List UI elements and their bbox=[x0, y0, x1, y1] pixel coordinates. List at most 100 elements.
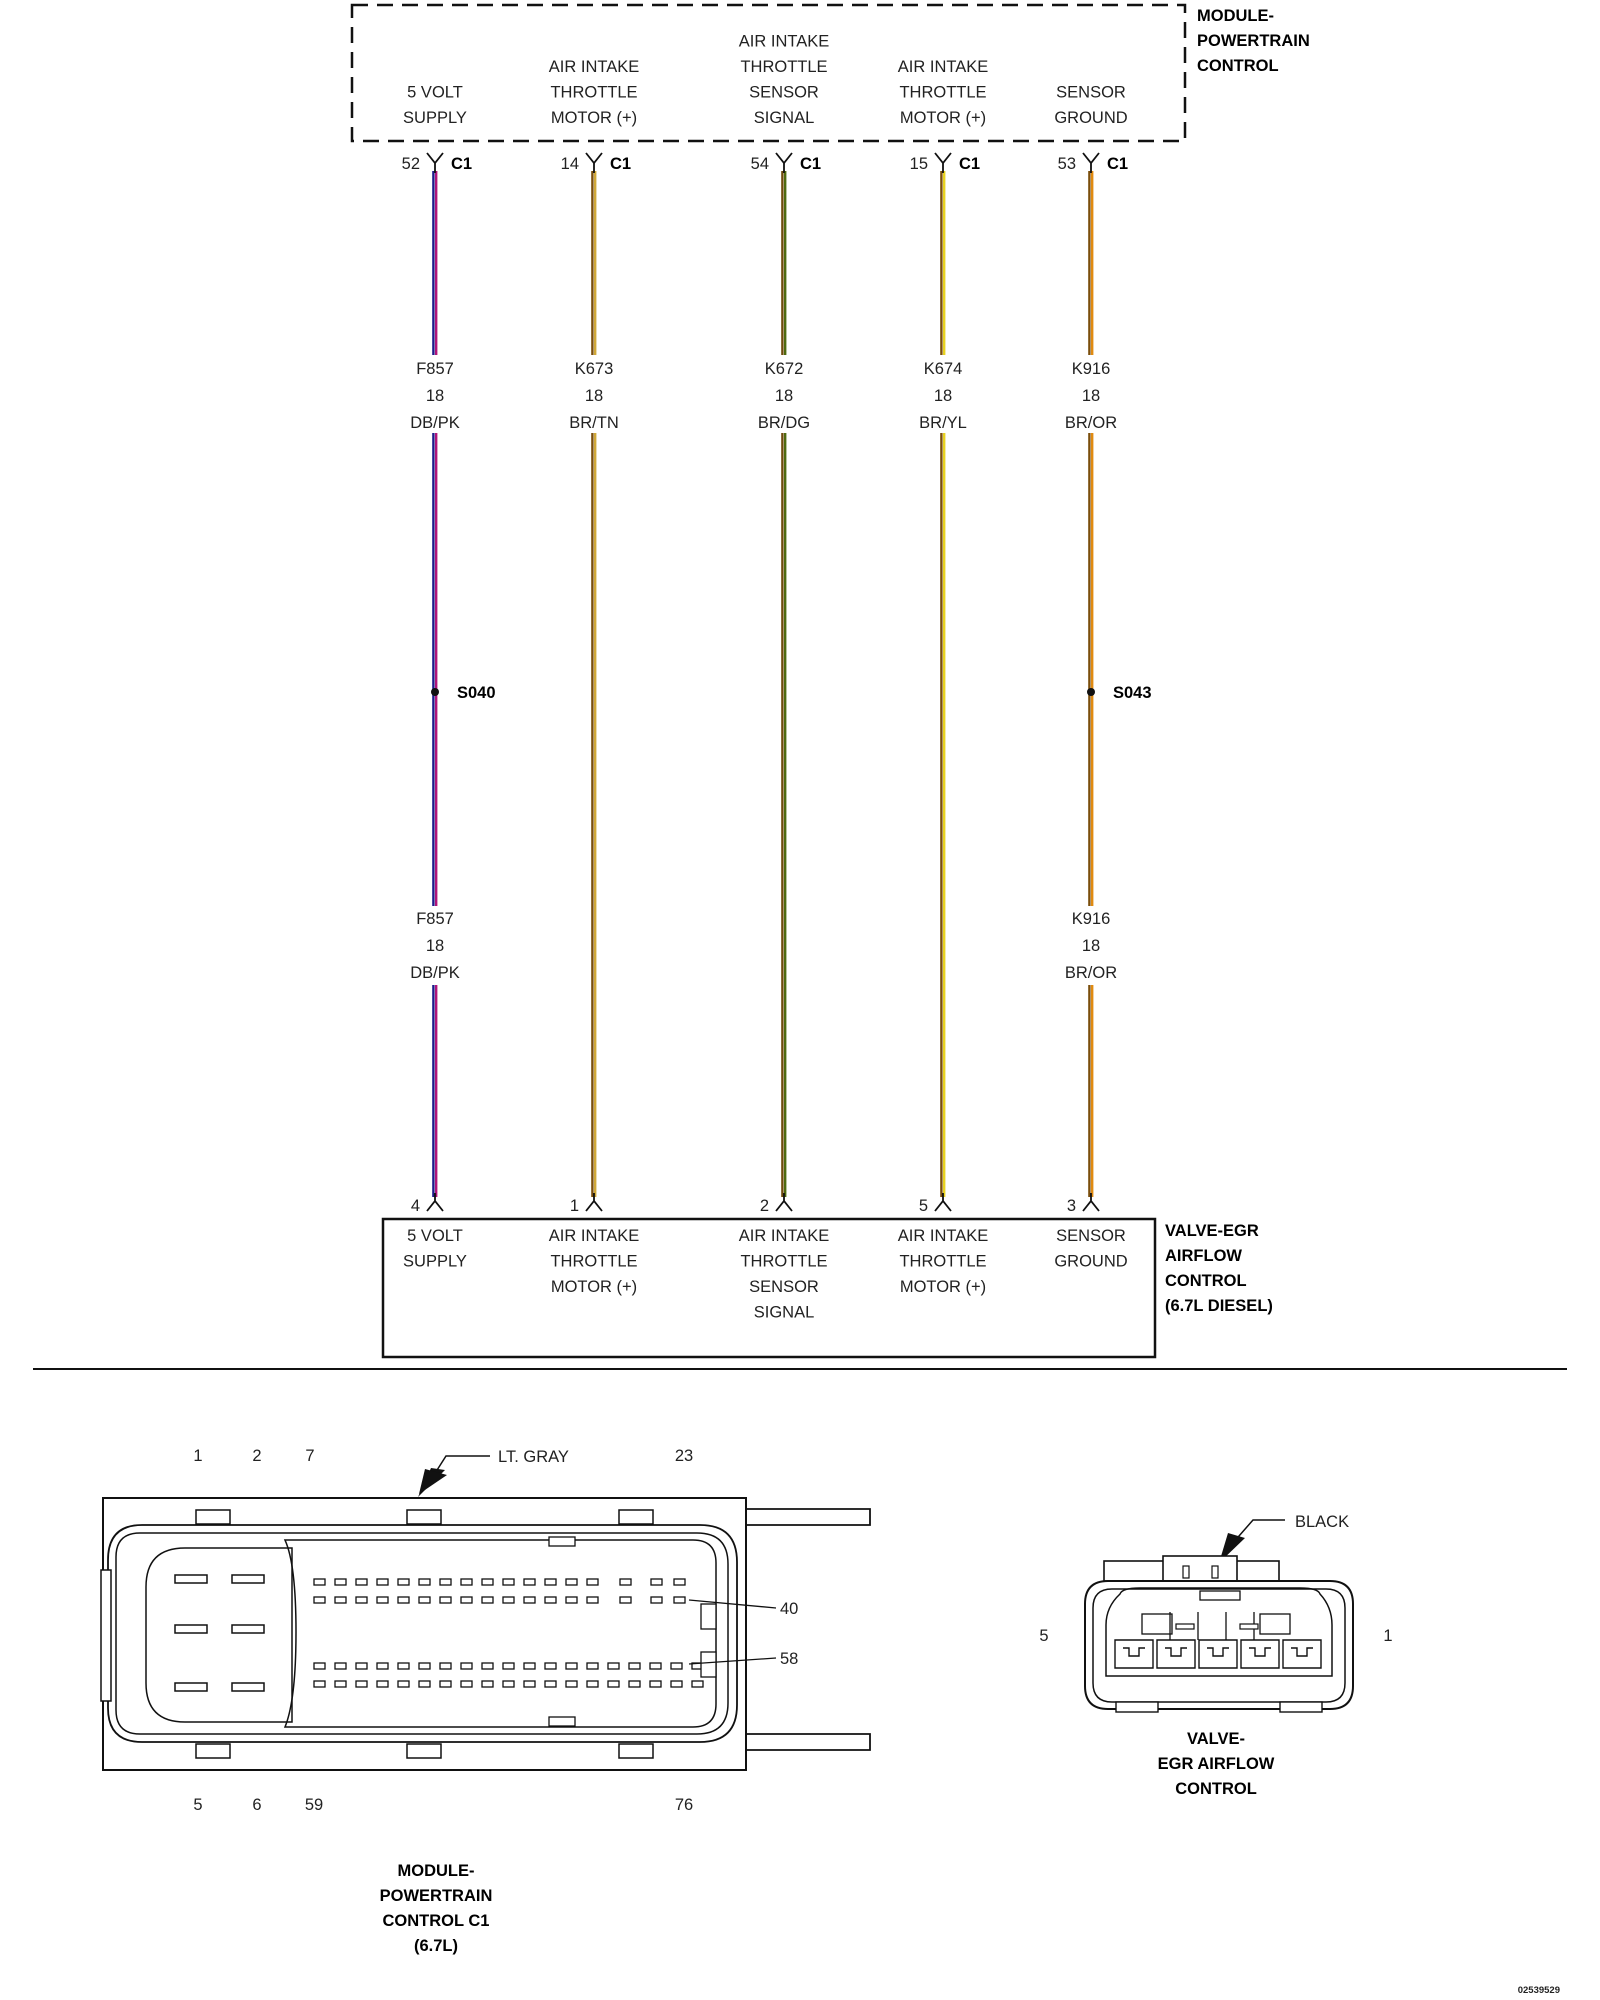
circuit-1-pcm-connector-id: C1 bbox=[451, 155, 472, 173]
valve-connector-cavity-area bbox=[1105, 1587, 1333, 1677]
pcm-small-terminal bbox=[418, 1596, 431, 1604]
pcm-connector-tab bbox=[618, 1743, 654, 1759]
valve-cavity-slot bbox=[1175, 1623, 1195, 1630]
pcm-small-terminal bbox=[523, 1662, 536, 1670]
pcm-small-terminal bbox=[334, 1680, 347, 1688]
valve-module-box bbox=[381, 1217, 1157, 1359]
pcm-small-terminal bbox=[586, 1680, 599, 1688]
circuit-4-pcm-connector-id: C1 bbox=[959, 155, 980, 173]
pcm-small-terminal bbox=[439, 1662, 452, 1670]
circuit-2-valve-function-line-3: MOTOR (+) bbox=[551, 1278, 637, 1296]
valve-cavity-4 bbox=[1156, 1639, 1196, 1669]
pcm-pin-number-59: 59 bbox=[305, 1796, 323, 1814]
circuit-2-upper-wire-label-2: 18 bbox=[585, 387, 603, 405]
pcm-small-terminal bbox=[544, 1662, 557, 1670]
circuit-4-upper-wire-label-1: K674 bbox=[924, 360, 963, 378]
circuit-3-valve-pin-number: 2 bbox=[760, 1197, 769, 1215]
circuit-4-valve-function-line-3: MOTOR (+) bbox=[900, 1278, 986, 1296]
circuit-1-splice-label: S040 bbox=[457, 684, 496, 702]
circuit-5-wire-segment bbox=[1088, 171, 1094, 355]
pcm-small-terminal bbox=[481, 1680, 494, 1688]
valve-pin-number-5: 5 bbox=[1039, 1627, 1048, 1645]
pcm-connector-latch bbox=[100, 1569, 112, 1702]
valve-upper-cavity bbox=[1259, 1613, 1291, 1635]
circuit-1-upper-wire-label-1: F857 bbox=[416, 360, 454, 378]
pcm-small-terminal bbox=[460, 1578, 473, 1586]
circuit-1-pcm-function-line-2: SUPPLY bbox=[403, 109, 467, 127]
pcm-key-slot bbox=[548, 1536, 576, 1547]
circuit-5-valve-function-line-1: SENSOR bbox=[1056, 1227, 1126, 1245]
pcm-small-terminal bbox=[607, 1662, 620, 1670]
pcm-small-terminal bbox=[355, 1578, 368, 1586]
pcm-small-terminal bbox=[673, 1596, 686, 1604]
valve-connector-title-line-2: EGR AIRFLOW bbox=[1158, 1755, 1275, 1773]
pcm-small-terminal bbox=[334, 1596, 347, 1604]
circuit-4-pcm-function-line-1: AIR INTAKE bbox=[898, 58, 988, 76]
circuit-3-valve-function-line-1: AIR INTAKE bbox=[739, 1227, 829, 1245]
valve-cavity-slot bbox=[1239, 1623, 1259, 1630]
valve-cavity-1 bbox=[1282, 1639, 1322, 1669]
pcm-small-terminal bbox=[439, 1680, 452, 1688]
circuit-2-pcm-function-line-1: AIR INTAKE bbox=[549, 58, 639, 76]
pcm-pin-number-6: 6 bbox=[252, 1796, 261, 1814]
circuit-3-pcm-function-line-4: SIGNAL bbox=[754, 109, 815, 127]
pcm-connector-housing bbox=[102, 1497, 747, 1771]
pcm-small-terminal bbox=[502, 1596, 515, 1604]
pcm-connector-tab bbox=[195, 1509, 231, 1525]
valve-cavity-2 bbox=[1240, 1639, 1280, 1669]
circuit-3-wire-segment bbox=[781, 433, 787, 1197]
pcm-pin-number-1: 1 bbox=[193, 1447, 202, 1465]
pcm-small-terminal bbox=[670, 1662, 683, 1670]
circuit-5-valve-terminal bbox=[1082, 1193, 1100, 1212]
pcm-small-terminal bbox=[650, 1578, 663, 1586]
pcm-small-terminal bbox=[418, 1680, 431, 1688]
pcm-small-terminal bbox=[544, 1596, 557, 1604]
pcm-small-terminal bbox=[313, 1596, 326, 1604]
pcm-small-terminal bbox=[397, 1680, 410, 1688]
pcm-small-terminal bbox=[313, 1662, 326, 1670]
pcm-small-terminal bbox=[586, 1596, 599, 1604]
pcm-color-label: LT. GRAY bbox=[498, 1448, 569, 1466]
circuit-2-valve-pin-number: 1 bbox=[570, 1197, 579, 1215]
valve-connector-key bbox=[1199, 1590, 1241, 1601]
pcm-callout-58: 58 bbox=[780, 1650, 798, 1668]
pcm-small-terminal bbox=[586, 1662, 599, 1670]
circuit-5-valve-function-line-2: GROUND bbox=[1054, 1253, 1127, 1271]
pcm-small-terminal bbox=[481, 1662, 494, 1670]
pcm-module-label-line-3: CONTROL bbox=[1197, 57, 1279, 75]
pcm-small-terminal bbox=[376, 1662, 389, 1670]
pcm-small-terminal bbox=[481, 1578, 494, 1586]
pcm-small-terminal bbox=[650, 1596, 663, 1604]
pcm-connector-rail-bottom bbox=[746, 1733, 871, 1751]
circuit-1-pcm-function-line-1: 5 VOLT bbox=[407, 84, 463, 102]
pcm-callout-40-leader bbox=[688, 1599, 777, 1609]
circuit-4-pcm-pin-number: 15 bbox=[910, 155, 928, 173]
circuit-1-splice-dot bbox=[431, 688, 439, 696]
pcm-connector-tab bbox=[618, 1509, 654, 1525]
circuit-2-pcm-terminal bbox=[585, 152, 603, 173]
circuit-3-valve-terminal bbox=[775, 1193, 793, 1212]
circuit-3-pcm-function-line-2: THROTTLE bbox=[740, 58, 827, 76]
pcm-small-terminal bbox=[313, 1578, 326, 1586]
circuit-1-upper-wire-label-3: DB/PK bbox=[410, 414, 460, 432]
circuit-1-valve-terminal bbox=[426, 1193, 444, 1212]
pcm-small-terminal bbox=[355, 1596, 368, 1604]
valve-cavity-5 bbox=[1114, 1639, 1154, 1669]
pcm-connector-tab bbox=[406, 1743, 442, 1759]
valve-connector-view: BLACK 5 1 VALVE- EGR AIRFLOW CONTROL bbox=[1039, 1513, 1392, 1798]
circuit-1-lower-wire-label-1: F857 bbox=[416, 910, 454, 928]
pcm-small-terminal bbox=[397, 1662, 410, 1670]
circuit-2-upper-wire-label-1: K673 bbox=[575, 360, 614, 378]
circuit-5-pcm-terminal bbox=[1082, 152, 1100, 173]
circuit-1-wire-segment bbox=[432, 171, 438, 355]
pcm-connector-tab bbox=[195, 1743, 231, 1759]
pcm-small-terminal bbox=[439, 1596, 452, 1604]
pcm-pin-number-7: 7 bbox=[305, 1447, 314, 1465]
circuit-4-valve-function-line-2: THROTTLE bbox=[899, 1253, 986, 1271]
circuit-2-wire-segment bbox=[591, 433, 597, 1197]
circuit-2-pcm-pin-number: 14 bbox=[561, 155, 579, 173]
valve-module-label-line-4: (6.7L DIESEL) bbox=[1165, 1297, 1273, 1315]
